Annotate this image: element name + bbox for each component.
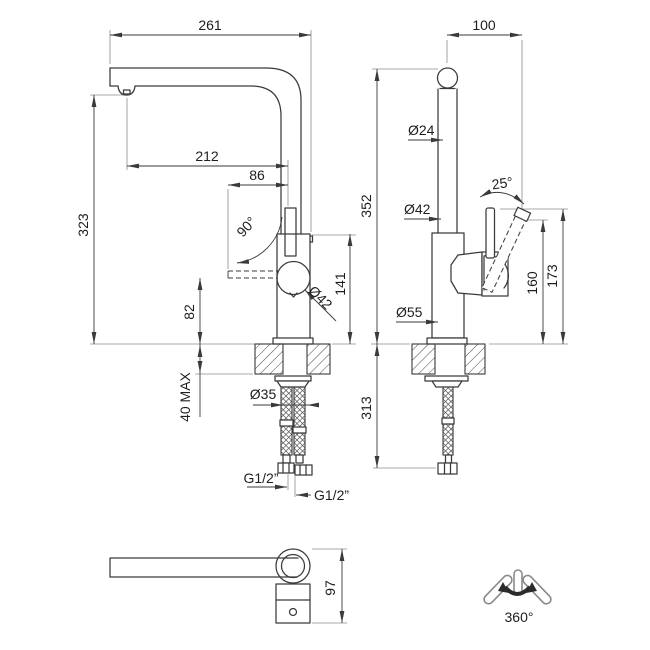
aerator-dome <box>117 85 136 96</box>
washer-front <box>424 375 469 382</box>
front-view: 100 352 Ø24 Ø42 Ø55 25° 160 173 313 <box>358 17 568 475</box>
swivel-lever-right-icon <box>522 574 552 605</box>
hose-left-nut <box>277 462 295 474</box>
dim-swivel-angle: 90° <box>233 213 259 239</box>
spout-top-ball <box>436 67 459 89</box>
hose-collar-front <box>441 417 455 425</box>
dim-lever-tilt-angle: 25° <box>491 174 514 193</box>
dim-hose-drop: 313 <box>358 396 374 420</box>
ball-set-screw <box>289 292 298 298</box>
hose-neck-front <box>444 454 453 464</box>
spout-arm-plan <box>109 557 299 578</box>
faucet-body-side <box>272 233 314 345</box>
swivel-icon: 360° <box>483 569 552 625</box>
base-flange-front <box>426 337 468 345</box>
dim-body-depth: 97 <box>322 580 338 596</box>
dim-lever-to-axis: 86 <box>249 167 265 183</box>
dim-thread-right: G1/2” <box>314 487 349 503</box>
hose-right <box>293 386 306 456</box>
dim-outlet-height: 323 <box>75 213 91 237</box>
lever-side <box>284 207 297 257</box>
dim-hole-diameter: Ø35 <box>250 386 277 402</box>
lever-front <box>485 207 496 259</box>
countertop-front <box>411 343 486 375</box>
ball-diameter-leader <box>304 289 337 322</box>
swivel-angle-label: 360° <box>505 609 534 625</box>
side-extension-lines <box>90 30 356 497</box>
spout-inner-line <box>134 85 282 235</box>
dim-axis-to-lever: 100 <box>472 17 496 33</box>
hose-right-neck <box>295 454 304 464</box>
counter-hatch-right <box>464 343 486 375</box>
tilt-arc-25 <box>479 189 525 205</box>
dim-counter-max: 40 MAX <box>177 371 193 421</box>
fixing-nut-side <box>276 380 310 388</box>
dim-ball-center-height: 82 <box>181 304 197 320</box>
hose-right-collar <box>292 426 307 434</box>
body-screw-detail <box>309 235 314 243</box>
side-dimensions <box>91 32 353 498</box>
washer-side <box>274 375 312 382</box>
dim-spout-reach: 261 <box>198 17 222 33</box>
swivel-arc-90 <box>236 216 283 264</box>
ball-joint <box>276 260 311 296</box>
hose-left-neck <box>282 454 291 464</box>
handle-block-plan <box>275 583 311 624</box>
valve-hex <box>450 251 483 296</box>
hose-right-nut <box>294 464 313 476</box>
faucet-front <box>426 67 532 345</box>
countertop-side <box>254 343 331 375</box>
lever-folded-ghost <box>227 270 278 279</box>
fixing-nut-front <box>431 380 463 388</box>
hose-nut-front <box>437 462 458 475</box>
counter-hatch-right <box>306 343 331 375</box>
aerator-outlet <box>122 89 131 95</box>
dim-base-diameter: Ø55 <box>396 304 423 320</box>
undercounter-side <box>274 375 313 476</box>
spout-outer-line <box>109 67 302 235</box>
counter-hatch-left <box>254 343 284 375</box>
dim-outlet-to-axis: 212 <box>195 148 219 164</box>
spout-pipe-front <box>437 88 458 234</box>
counter-hatch-left <box>411 343 436 375</box>
body-circle-outer <box>275 548 311 584</box>
spout-profile <box>109 67 302 235</box>
base-flange-side <box>272 337 314 345</box>
swivel-lever-left-icon <box>483 574 513 605</box>
dim-body-height: 141 <box>332 272 348 296</box>
dim-thread-left: G1/2” <box>243 470 278 486</box>
dim-lever-tip-height: 160 <box>524 271 540 295</box>
swivel-pivot-icon <box>513 569 523 595</box>
lever-tilted-ghost <box>481 206 532 293</box>
top-view: 97 <box>109 548 347 624</box>
undercounter-front <box>424 375 469 475</box>
swivel-arrow-arc-icon <box>503 585 532 596</box>
side-view: 261 212 86 323 82 141 90° Ø42 40 MAX Ø35… <box>75 17 356 503</box>
dim-lever-top-height: 173 <box>544 264 560 288</box>
dim-total-height: 352 <box>358 194 374 218</box>
dim-spout-diameter: Ø24 <box>408 122 435 138</box>
handle-screw-plan <box>288 607 298 617</box>
front-dimensions <box>374 32 566 468</box>
hose-left-collar <box>279 419 294 427</box>
swivel-arrow-right-head <box>526 582 537 593</box>
swivel-arrow-left-head <box>498 582 509 593</box>
dim-body-diameter: Ø42 <box>404 201 431 217</box>
body-column-side <box>276 233 311 339</box>
